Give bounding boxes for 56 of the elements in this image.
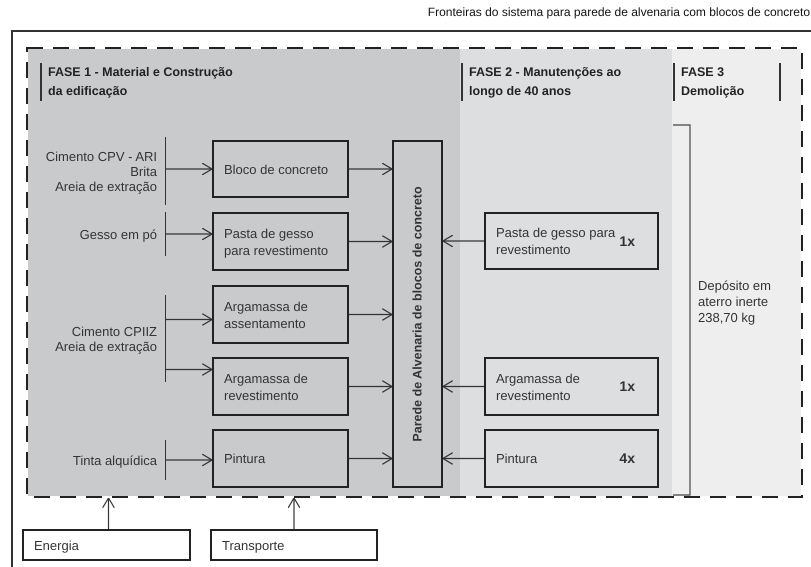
material-label: Tinta alquídica xyxy=(72,452,157,468)
box-text: Pasta de gesso para revestimento xyxy=(496,224,616,258)
box-text: Pasta de gesso para revestimento xyxy=(224,224,330,258)
arrow xyxy=(349,380,393,394)
material-label: Areia de extração xyxy=(55,338,157,354)
phase-heading: FASE 2 - Manutenções ao longo de 40 anos xyxy=(461,63,661,101)
arrow xyxy=(349,162,393,176)
arrow xyxy=(442,234,484,248)
arrow xyxy=(442,380,484,394)
material-label: Cimento CPV - ARI xyxy=(46,148,157,164)
arrow xyxy=(349,308,393,322)
arrow xyxy=(166,312,213,326)
system-boundary xyxy=(26,47,803,498)
box-text: Transporte xyxy=(222,536,284,554)
box-text: Parede de Alvenaria de blocos de concreto xyxy=(409,186,425,442)
material-label: Cimento CPIIZ xyxy=(72,324,157,338)
arrow xyxy=(442,452,484,466)
disposal-label: Depósito em aterro inerte 238,70 kg xyxy=(698,278,772,326)
box-text: Bloco de concreto xyxy=(224,160,328,178)
box-text: Pintura xyxy=(224,450,266,467)
arrow xyxy=(166,162,213,176)
phase-band xyxy=(460,49,672,496)
box-text: Pintura xyxy=(496,450,538,467)
material-label: Brita xyxy=(130,164,157,178)
arrow xyxy=(102,497,116,529)
material-label: Areia de extração xyxy=(55,178,157,194)
maintenance-box xyxy=(484,212,659,270)
box-text: Argamassa de revestimento xyxy=(496,370,581,404)
maintenance-box xyxy=(484,429,659,488)
maintenance-box xyxy=(484,357,659,416)
phase-band xyxy=(28,49,460,496)
process-box xyxy=(392,140,443,488)
arrow xyxy=(166,227,213,241)
phase-heading: FASE 3 Demolição xyxy=(673,63,781,101)
box-text: Argamassa de assentamento xyxy=(224,298,309,332)
arrow xyxy=(349,452,393,466)
repeat-count: 1x xyxy=(619,232,635,250)
arrow xyxy=(349,234,393,248)
box-text: Argamassa de revestimento xyxy=(224,370,309,404)
arrow xyxy=(287,497,301,529)
phase-band xyxy=(672,49,801,496)
arrow xyxy=(166,453,213,467)
process-box xyxy=(212,357,349,416)
material-label: Gesso em pó xyxy=(80,226,157,242)
process-box xyxy=(212,140,349,198)
input-box xyxy=(22,529,191,561)
box-text: Energia xyxy=(34,536,79,554)
input-box xyxy=(210,529,378,561)
process-box xyxy=(212,429,349,488)
diagram-title: Fronteiras do sistema para parede de alvenaria com blocos de concreto xyxy=(428,5,810,19)
arrow xyxy=(166,362,213,376)
process-box xyxy=(212,212,349,271)
process-box xyxy=(212,285,349,344)
repeat-count: 1x xyxy=(619,378,635,395)
repeat-count: 4x xyxy=(619,450,635,467)
phase-heading: FASE 1 - Material e Construção da edificação xyxy=(40,63,240,101)
